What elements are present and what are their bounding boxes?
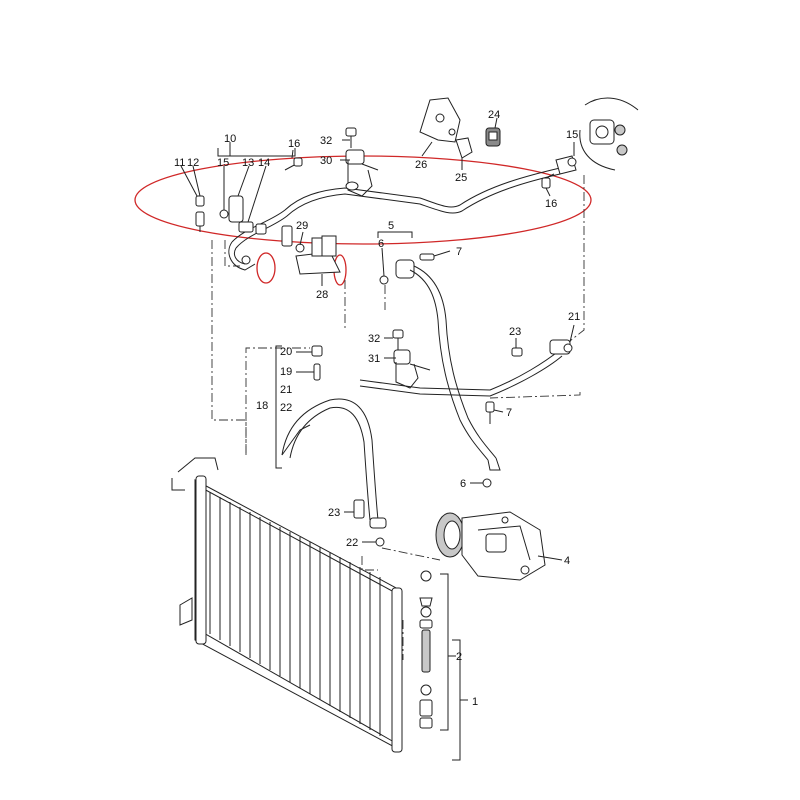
- label-15-left: 15: [217, 157, 229, 169]
- label-14: 14: [258, 157, 270, 169]
- label-7-mid: 7: [506, 407, 512, 419]
- label-16-top-left: 16: [288, 138, 300, 150]
- bolt-23-right: [511, 347, 523, 357]
- bolt-32-top: [345, 127, 357, 148]
- clamp-30: [345, 149, 379, 197]
- label-26: 26: [415, 159, 427, 171]
- bolt-23-lower: [353, 499, 365, 519]
- clamp-31: [393, 349, 431, 389]
- reference-lines: [211, 175, 585, 660]
- label-28: 28: [316, 289, 328, 301]
- label-6-top: 6: [378, 238, 384, 250]
- bolt-7-top: [419, 253, 435, 261]
- service-valve-11-12: [195, 195, 205, 232]
- clip-25: [455, 137, 473, 159]
- bracket-28: [295, 235, 341, 275]
- label-11: 11: [174, 157, 185, 169]
- label-32-top: 32: [320, 135, 332, 147]
- drier-parts-2: [419, 570, 433, 729]
- bracket-5: [377, 231, 413, 238]
- bolt-32-mid: [392, 329, 404, 350]
- label-25: 25: [455, 172, 467, 184]
- top-pipe-assembly: [219, 167, 561, 271]
- label-1: 1: [472, 696, 478, 708]
- label-12: 12: [187, 157, 199, 169]
- label-15-top-right: 15: [566, 129, 578, 141]
- bolt-7-mid: [485, 401, 495, 424]
- label-10: 10: [224, 133, 236, 145]
- condenser: [171, 457, 403, 753]
- label-6-lower: 6: [460, 478, 466, 490]
- label-4: 4: [564, 555, 570, 567]
- seal-6-lower: [482, 478, 492, 488]
- label-22-lower: 22: [346, 537, 358, 549]
- part-labels: 10 16 32 30 26 24 25 15 16 11 12 15 13 1…: [174, 109, 580, 708]
- label-29: 29: [296, 220, 308, 232]
- label-7-top: 7: [456, 246, 462, 258]
- compressor-4: [435, 511, 546, 581]
- bracket-10: [217, 142, 296, 157]
- firewall-fitting: [555, 97, 639, 175]
- clip-24: [485, 127, 501, 147]
- label-30: 30: [320, 155, 332, 167]
- hose-5: [395, 259, 501, 471]
- label-24: 24: [488, 109, 500, 121]
- bolt-16-left: [284, 157, 303, 171]
- seal-6-top: [379, 275, 389, 285]
- label-20: 20: [280, 346, 292, 358]
- seal-22-lower: [375, 537, 385, 547]
- label-32-mid: 32: [368, 333, 380, 345]
- valve-19-20: [311, 345, 323, 381]
- label-21-right: 21: [568, 311, 580, 323]
- label-13: 13: [242, 157, 254, 169]
- label-22-upper: 22: [280, 402, 292, 414]
- bracket-1: [452, 639, 468, 761]
- bracket-2: [440, 573, 456, 731]
- label-21-left: 21: [280, 384, 292, 396]
- label-23-right: 23: [509, 326, 521, 338]
- label-16-right: 16: [545, 198, 557, 210]
- hose-18: [281, 339, 573, 529]
- bracket-26: [419, 97, 461, 143]
- label-31: 31: [368, 353, 380, 365]
- label-18: 18: [256, 400, 268, 412]
- leader-lines: [180, 117, 575, 561]
- label-2: 2: [456, 651, 462, 663]
- label-5: 5: [388, 220, 394, 232]
- label-19: 19: [280, 366, 292, 378]
- label-23-lower: 23: [328, 507, 340, 519]
- highlight-ring-left: [256, 252, 276, 284]
- bracket-18: [275, 345, 282, 469]
